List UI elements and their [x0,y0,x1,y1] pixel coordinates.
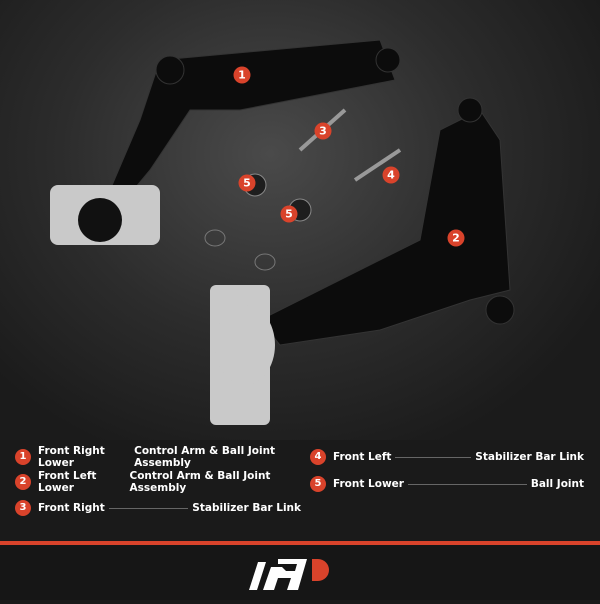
legend-number: 1 [15,449,31,465]
brand-logo [249,559,329,590]
bushing-left [210,285,275,425]
legend-part: Stabilizer Bar Link [475,451,584,463]
legend-part: Control Arm & Ball Joint Assembly [134,445,276,469]
legend-position: Front Right Lower [38,445,105,469]
legend-item-2: 2 Front Left Lower Control Arm & Ball Jo… [15,470,301,494]
legend: 1 Front Right Lower Control Arm & Ball J… [0,440,600,540]
callout-1: 1 [233,66,251,84]
leader-line [395,456,472,458]
footer [0,545,600,600]
callout-2: 2 [447,229,465,247]
legend-item-3: 3 Front Right Stabilizer Bar Link [15,499,301,517]
legend-number: 4 [310,449,326,465]
control-arm-right [109,39,401,201]
leader-line [407,483,527,485]
leader-line [108,507,189,509]
legend-item-1: 1 Front Right Lower Control Arm & Ball J… [15,445,301,469]
legend-item-4: 4 Front Left Stabilizer Bar Link [310,448,584,466]
legend-number: 3 [15,500,31,516]
snap-rings [204,229,276,271]
product-illustration [50,39,515,425]
legend-part: Ball Joint [530,478,584,490]
legend-position: Front Left [333,451,392,463]
callout-5a: 5 [238,174,256,192]
callout-3: 3 [314,122,332,140]
legend-item-5: 5 Front Lower Ball Joint [310,475,584,493]
legend-part: Control Arm & Ball Joint Assembly [129,470,271,494]
legend-position: Front Left Lower [38,470,97,494]
bushing-right [50,185,160,245]
legend-position: Front Lower [333,478,404,490]
callout-4: 4 [382,166,400,184]
control-arm-left [259,97,515,346]
accent-divider [0,541,600,545]
legend-position: Front Right [38,502,105,514]
legend-part: Stabilizer Bar Link [192,502,301,514]
product-photo: 1 2 3 4 5 5 [0,0,600,440]
callout-5b: 5 [280,205,298,223]
legend-number: 5 [310,476,326,492]
legend-number: 2 [15,474,31,490]
